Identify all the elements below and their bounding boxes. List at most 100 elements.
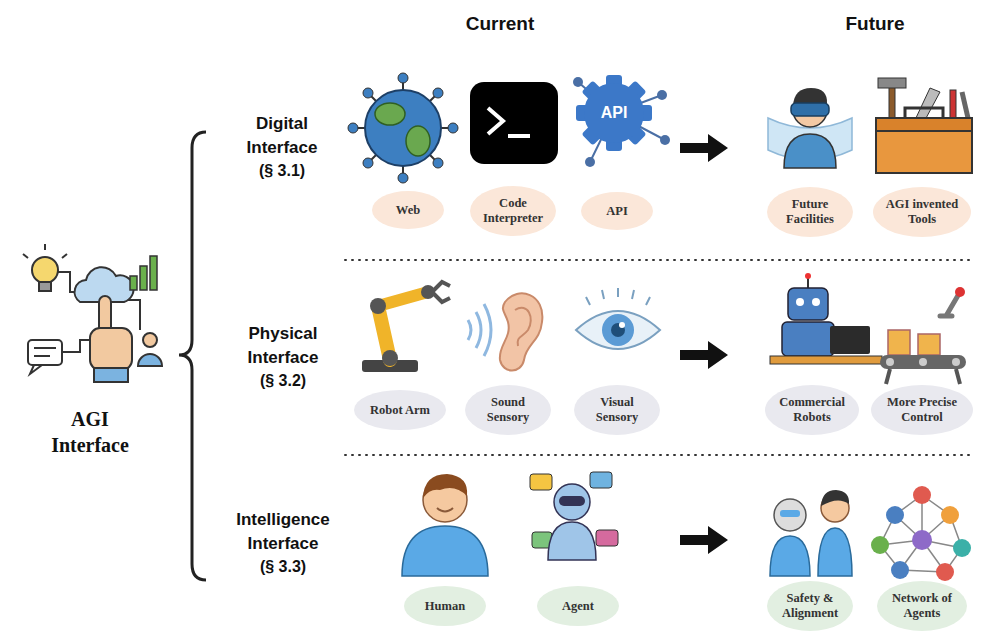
chat-icon xyxy=(28,340,62,365)
toolbox-handle xyxy=(905,108,943,118)
conveyor-box xyxy=(918,334,940,355)
label-pill: Safety & Alignment xyxy=(767,581,853,631)
pill-label: Visual Sensory xyxy=(580,395,654,425)
group-brace xyxy=(179,132,206,580)
toolbox-body xyxy=(876,131,972,173)
robot-eye xyxy=(796,298,804,306)
label-pill: Sound Sensory xyxy=(465,385,551,435)
sound-wave xyxy=(468,320,471,340)
human-body xyxy=(402,526,488,576)
label-pill: Network of Agents xyxy=(877,581,967,631)
globe-icon xyxy=(365,90,441,166)
robot-eye xyxy=(812,298,820,306)
agent-bubble xyxy=(590,472,612,488)
row-separator xyxy=(345,454,975,456)
label-pill: Robot Arm xyxy=(354,390,446,430)
label-pill: Agent xyxy=(537,586,619,626)
agent-head xyxy=(554,484,590,520)
row-separator xyxy=(345,259,975,261)
globe-links xyxy=(353,78,453,178)
human-smile xyxy=(437,508,453,512)
eye-lashes xyxy=(586,288,650,305)
vr-goggles xyxy=(791,103,829,116)
robot-body xyxy=(782,322,834,356)
label-pill: Future Facilities xyxy=(767,187,853,237)
globe-land xyxy=(406,126,430,156)
network-node xyxy=(953,539,971,557)
gear-links xyxy=(578,82,665,162)
person-body xyxy=(138,354,162,366)
bulb-rays xyxy=(23,244,67,258)
progress-arrow xyxy=(680,526,728,554)
network-node xyxy=(912,530,932,550)
agent-body xyxy=(548,522,596,560)
network-node xyxy=(913,486,931,504)
pill-label: Commercial Robots xyxy=(771,395,853,425)
label-pill: Visual Sensory xyxy=(574,385,660,435)
icon-wire xyxy=(62,340,90,352)
network-links xyxy=(880,495,962,572)
section-number: (§ 3.3) xyxy=(233,556,333,578)
progress-arrow xyxy=(680,341,728,369)
gear-node xyxy=(657,90,667,100)
label-pill: AGI invented Tools xyxy=(873,187,971,237)
eye-iris xyxy=(602,314,634,346)
arm-joint xyxy=(382,350,398,366)
person-figure-body xyxy=(818,528,852,576)
gear-tooth xyxy=(581,80,646,145)
hand-palm xyxy=(90,328,132,370)
globe-node xyxy=(433,158,443,168)
figure-label: AGI Interface xyxy=(35,406,145,458)
progress-arrow xyxy=(680,134,728,162)
hammer-head xyxy=(878,78,906,88)
toolbox-lid xyxy=(876,118,972,131)
pill-label: Sound Sensory xyxy=(471,395,545,425)
conveyor-belt xyxy=(880,355,966,369)
robot-antenna-tip xyxy=(805,273,811,279)
screwdriver xyxy=(950,90,956,120)
gear-tooth xyxy=(581,80,646,145)
network-node xyxy=(941,506,959,524)
sound-wave xyxy=(484,304,491,356)
robot-figure-head xyxy=(774,499,806,531)
label-pill: Web xyxy=(372,191,444,229)
globe-node xyxy=(433,88,443,98)
network-node xyxy=(871,536,889,554)
globe-node xyxy=(348,123,358,133)
icon-wire xyxy=(128,300,140,330)
sound-wave xyxy=(476,312,481,348)
eye-highlight xyxy=(619,322,625,328)
globe-land xyxy=(375,103,405,125)
section-number: (§ 3.2) xyxy=(233,370,333,392)
agent-bubble xyxy=(596,530,618,546)
person-figure-hair xyxy=(821,490,849,506)
pill-label: Code Interpreter xyxy=(476,196,550,226)
label-pill: More Precise Control xyxy=(871,385,973,435)
human-hair xyxy=(423,474,467,498)
section-number: (§ 3.1) xyxy=(232,160,332,182)
agent-bubble xyxy=(530,474,552,490)
network-node xyxy=(891,561,909,579)
wrench-icon xyxy=(962,92,968,118)
robot-head xyxy=(788,288,828,320)
section-label: Physical Interface xyxy=(233,322,333,370)
pill-label: AGI invented Tools xyxy=(879,197,965,227)
globe-node xyxy=(398,173,408,183)
gear-node xyxy=(585,157,595,167)
pill-label: Robot Arm xyxy=(370,403,430,418)
bar-icon xyxy=(140,266,147,290)
label-pill: Commercial Robots xyxy=(765,385,859,435)
vr-person-body xyxy=(784,134,836,168)
robot-figure-body xyxy=(770,536,810,576)
conveyor-roller xyxy=(952,358,960,366)
label-pill: Human xyxy=(404,586,486,626)
icon-text: API xyxy=(587,103,641,123)
robot-figure-visor xyxy=(780,510,800,517)
gear-icon xyxy=(584,83,644,143)
arm-joint xyxy=(370,298,386,314)
conveyor-roller xyxy=(886,358,894,366)
gear-node xyxy=(660,135,670,145)
